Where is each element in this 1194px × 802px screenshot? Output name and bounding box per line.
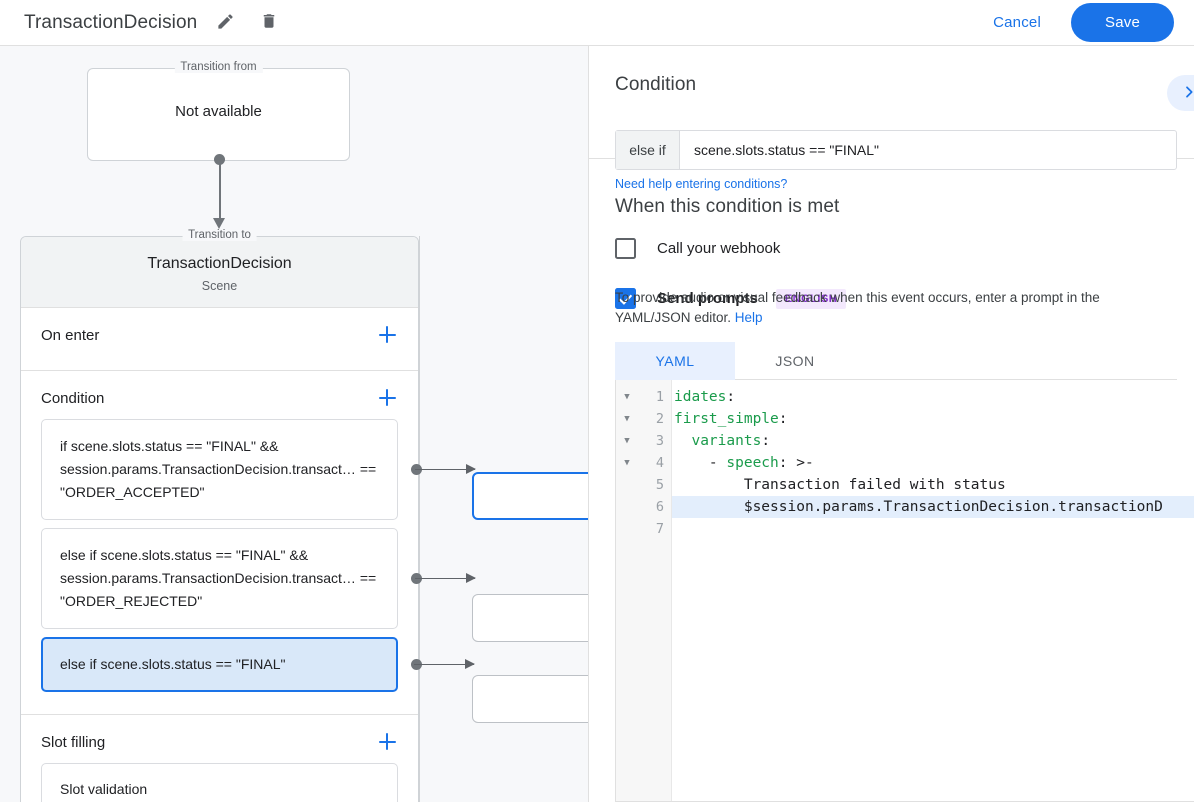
condition-connector-arrow-icon [415,464,476,474]
editor-line-gutter: ▼2 [616,408,671,430]
transition-to-header: Transition to TransactionDecision Scene [21,229,418,308]
condition-item[interactable]: if scene.slots.status == "FINAL" && sess… [41,419,476,520]
transition-from-value: Not available [175,103,262,120]
save-button[interactable]: Save [1071,3,1174,42]
yaml-key: variants [691,433,762,449]
transition-from-box: Transition from Not available [87,61,350,161]
prompt-description: To provide audio or visual feedback when… [615,288,1167,328]
condition-expression-input[interactable] [680,131,1176,169]
fold-triangle-icon[interactable]: ▼ [624,458,630,468]
slot-validation-text: Slot validation [60,781,148,797]
language-badge: ENGLISH [775,288,847,309]
send-prompts-label: Send prompts [657,290,758,307]
section-condition: Condition if scene.slots.status == "FINA… [21,371,476,715]
section-title-slot-filling: Slot filling [41,733,106,751]
cancel-button[interactable]: Cancel [977,6,1057,39]
editor-code-line[interactable]: $session.params.TransactionDecision.tran… [672,496,1194,518]
transition-to-title: TransactionDecision [147,255,292,272]
editor-line-gutter: ▼3 [616,430,671,452]
condition-editor-row: else if [615,130,1177,170]
fold-triangle-icon[interactable]: ▼ [624,414,630,424]
condition-connector-arrow-icon [414,659,475,669]
condition-item-text: else if scene.slots.status == "FINAL" &&… [60,547,377,609]
section-on-enter: On enter [21,308,418,371]
panel-header: Condition else if Need help entering con… [589,46,1194,191]
condition-detail-panel: Condition else if Need help entering con… [588,46,1194,802]
fold-triangle-icon[interactable]: ▼ [624,392,630,402]
editor-code-line[interactable]: first_simple: [674,411,788,427]
tab-json[interactable]: JSON [775,353,815,369]
app-header: TransactionDecision Cancel Save [0,0,1194,46]
condition-connector-arrow-icon [415,573,476,583]
editor-format-tabs: YAML JSON [615,342,1177,380]
transition-target-box-2[interactable] [472,594,588,642]
editor-line-gutter: ▼4 [616,452,671,474]
yaml-key: first_simple [674,411,779,427]
transition-target-box-3[interactable] [472,675,588,723]
add-condition-button[interactable] [376,387,398,409]
slot-validation-item[interactable]: Slot validation [41,763,398,802]
fold-triangle-icon[interactable]: ▼ [624,436,630,446]
expand-panel-button[interactable] [1167,75,1194,111]
send-prompts-checkbox[interactable] [615,288,636,309]
flow-arrow-down-icon [212,154,228,269]
scene-card: Transition to TransactionDecision Scene … [20,229,476,802]
add-slot-filling-button[interactable] [376,731,398,753]
editor-line-gutter: ▼1 [616,386,671,408]
editor-code-line[interactable]: variants: [691,433,771,449]
page-title: TransactionDecision [24,11,198,33]
condition-item-text: else if scene.slots.status == "FINAL" [60,656,286,672]
delete-scene-button[interactable] [253,7,285,39]
flow-rail [419,236,420,802]
transition-to-legend: Transition to [182,229,257,241]
webhook-checkbox[interactable] [615,238,636,259]
editor-line-number: 3 [655,433,664,449]
editor-code-line[interactable]: Transaction failed with status [674,477,1006,493]
transition-from-legend: Transition from [174,61,263,73]
condition-item-selected[interactable]: else if scene.slots.status == "FINAL" [41,637,475,692]
rename-scene-button[interactable] [209,7,241,39]
editor-line-gutter: 5 [616,474,671,496]
tab-yaml[interactable]: YAML [615,342,735,380]
panel-body: When this condition is met Call your web… [589,160,1194,802]
yaml-key: speech [726,455,779,471]
editor-line-number: 1 [655,389,664,405]
editor-code-line[interactable]: - speech: >- [674,455,814,471]
editor-code-area[interactable]: idates: first_simple: variants: - speech:… [672,380,1194,801]
editor-line-number: 2 [655,411,664,427]
editor-line-number: 7 [655,521,664,537]
editor-code-line[interactable]: idates: [674,389,736,405]
add-on-enter-button[interactable] [376,324,398,346]
editor-line-gutter: 6 [616,496,671,518]
panel-title: Condition [615,74,697,95]
section-title-on-enter: On enter [41,326,100,344]
header-actions: Cancel Save [977,3,1194,42]
transition-to-subtitle: Scene [201,279,238,293]
editor-line-number: 6 [655,499,664,515]
section-slot-filling: Slot filling Slot validation [21,715,418,802]
send-prompts-checkbox-row[interactable]: Send prompts ENGLISH [615,288,847,309]
editor-line-gutter: 7 [616,518,671,540]
scene-flow-canvas: Transition from Not available Transition… [0,46,588,802]
condition-item[interactable]: else if scene.slots.status == "FINAL" &&… [41,528,476,629]
section-title-condition: Condition [41,389,105,407]
yaml-key: idates [674,389,727,405]
webhook-label: Call your webhook [657,240,781,257]
prompt-help-link[interactable]: Help [734,310,763,325]
when-condition-met-title: When this condition is met [615,196,840,217]
editor-line-number: 4 [655,455,664,471]
editor-code-line[interactable] [672,518,1194,540]
prompt-description-text: To provide audio or visual feedback when… [615,290,1100,325]
chevron-right-icon [1181,84,1194,103]
condition-item-text: if scene.slots.status == "FINAL" && sess… [60,438,377,500]
webhook-checkbox-row[interactable]: Call your webhook [615,238,780,259]
transition-target-box-1[interactable] [472,472,588,520]
trash-icon [260,12,278,33]
condition-operator-label: else if [616,131,680,169]
pencil-icon [216,12,235,34]
condition-help-link[interactable]: Need help entering conditions? [615,177,788,191]
editor-line-number: 5 [655,477,664,493]
